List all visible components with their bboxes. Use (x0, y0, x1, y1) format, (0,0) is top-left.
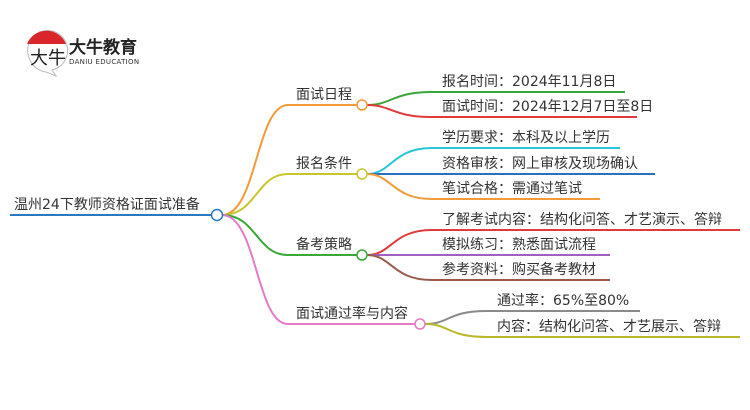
branch-topic[interactable]: 面试通过率与内容 (296, 305, 408, 322)
branch-topic[interactable]: 备考策略 (296, 236, 352, 253)
logo-arc-icon (27, 30, 66, 44)
branch-connector (221, 104, 357, 216)
leaf-connector (366, 254, 610, 281)
branch-topic[interactable]: 面试日程 (296, 87, 352, 103)
leaf-topic[interactable]: 报名时间：2024年11月8日 (442, 74, 616, 90)
logo-mark: 大牛 (30, 48, 66, 69)
leaf-topic[interactable]: 学历要求：本科及以上学历 (442, 130, 610, 146)
leaf-connector (366, 173, 600, 200)
collapse-toggle[interactable] (356, 168, 368, 180)
collapse-toggle[interactable] (356, 249, 368, 261)
leaf-topic[interactable]: 资格审核：网上审核及现场确认 (442, 156, 638, 172)
branch-4: 面试通过率与内容 通过率：65%至80% 内容：结构化问答、才艺展示、答辩 (221, 214, 740, 338)
leaf-connector (366, 147, 620, 175)
branch-3: 备考策略 了解考试内容：结构化问答、才艺演示、答辩模拟练习：熟悉面试流程参考资料：… (221, 211, 740, 281)
leaf-connector (366, 104, 637, 118)
branch-connector (221, 214, 415, 325)
leaf-topic[interactable]: 面试时间：2024年12月7日至8日 (442, 99, 653, 115)
leaf-topic[interactable]: 笔试合格：需通过笔试 (442, 181, 582, 197)
branch-topic[interactable]: 报名条件 (296, 155, 352, 172)
root-topic[interactable]: 温州24下教师资格证面试准备 (14, 196, 200, 213)
branch-connector (221, 173, 357, 216)
logo: 大牛 大牛教育 DANIU EDUCATION (27, 30, 139, 78)
leaf-topic[interactable]: 了解考试内容：结构化问答、才艺演示、答辩 (442, 211, 722, 228)
leaf-topic[interactable]: 通过率：65%至80% (497, 292, 629, 309)
leaf-connector (424, 323, 740, 338)
collapse-toggle[interactable] (356, 99, 368, 111)
logo-name-cn: 大牛教育 (69, 37, 137, 58)
branch-connector (221, 214, 357, 256)
leaf-topic[interactable]: 参考资料：购买备考教材 (442, 261, 596, 278)
collapse-toggle[interactable] (414, 318, 426, 330)
logo-name-en: DANIU EDUCATION (69, 58, 139, 66)
leaf-connector (366, 229, 740, 256)
leaf-topic[interactable]: 内容：结构化问答、才艺展示、答辩 (497, 318, 721, 335)
leaf-topic[interactable]: 模拟练习：熟悉面试流程 (442, 237, 596, 253)
root-collapse-toggle[interactable] (210, 208, 224, 222)
